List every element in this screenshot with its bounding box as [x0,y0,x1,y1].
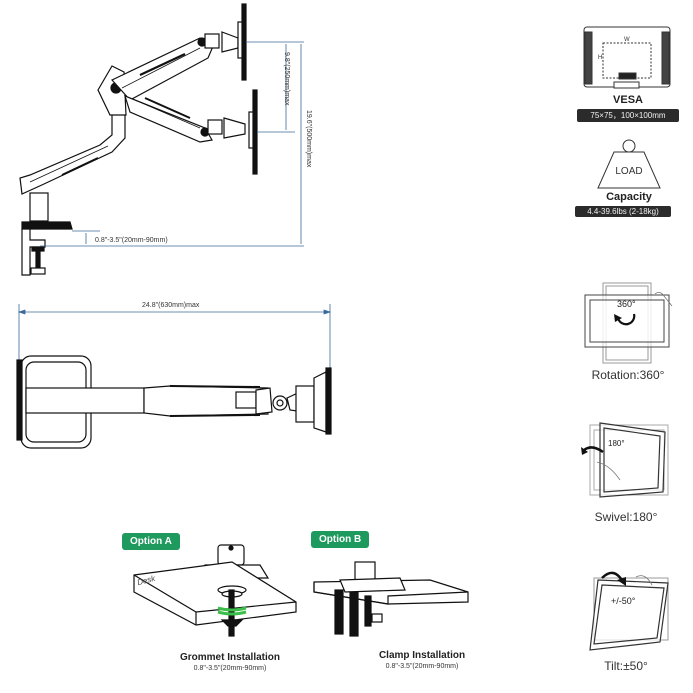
desk-slab [133,561,297,626]
load-label: LOAD [615,166,643,177]
vesa-value-badge: 75×75，100×100mm [577,109,679,122]
swivel-caption: Swivel:180° [594,510,658,524]
vesa-title: VESA [613,94,643,106]
rotate-arrow-icon [217,606,247,616]
grommet-installation-range: 0.8"-3.5"(20mm-90mm) [193,665,267,672]
capacity-title: Capacity [606,191,652,203]
dimension-total-height-label: 19.6"(500mm)max [305,110,312,168]
capacity-value-badge: 4.4-39.6lbs (2-18kg) [575,206,671,217]
arm-top-body [25,387,145,414]
dimension-height-gap-label: 9.8"(250mm)max [283,52,290,106]
clamp-installation-range: 0.8"-3.5"(20mm-90mm) [385,663,459,670]
rotation-degree-label: 360° [617,299,636,309]
vesa-w-label: W [624,37,630,43]
clamp-column [29,192,49,222]
clamp-top-plate [21,221,73,230]
rotation-caption: Rotation:360° [591,368,665,382]
clamp-body [21,228,46,276]
tilt-caption: Tilt:±50° [604,659,648,673]
clamp-installation-title: Clamp Installation [378,650,466,661]
grommet-installation-title: Grommet Installation [179,652,280,663]
dimension-desk-thickness-label: 0.8"-3.5"(20mm-90mm) [95,237,168,244]
tilt-degree-label: +/-50° [611,596,636,606]
dimension-reach-label: 24.8"(630mm)max [142,302,200,309]
vesa-plate-top [325,367,332,435]
swivel-degree-label: 180° [608,439,625,448]
upper-arm-bottom [124,94,213,143]
vesa-h-label: H [598,55,603,61]
option-b-badge: Option B [311,531,370,548]
option-a-badge: Option A [122,533,180,550]
